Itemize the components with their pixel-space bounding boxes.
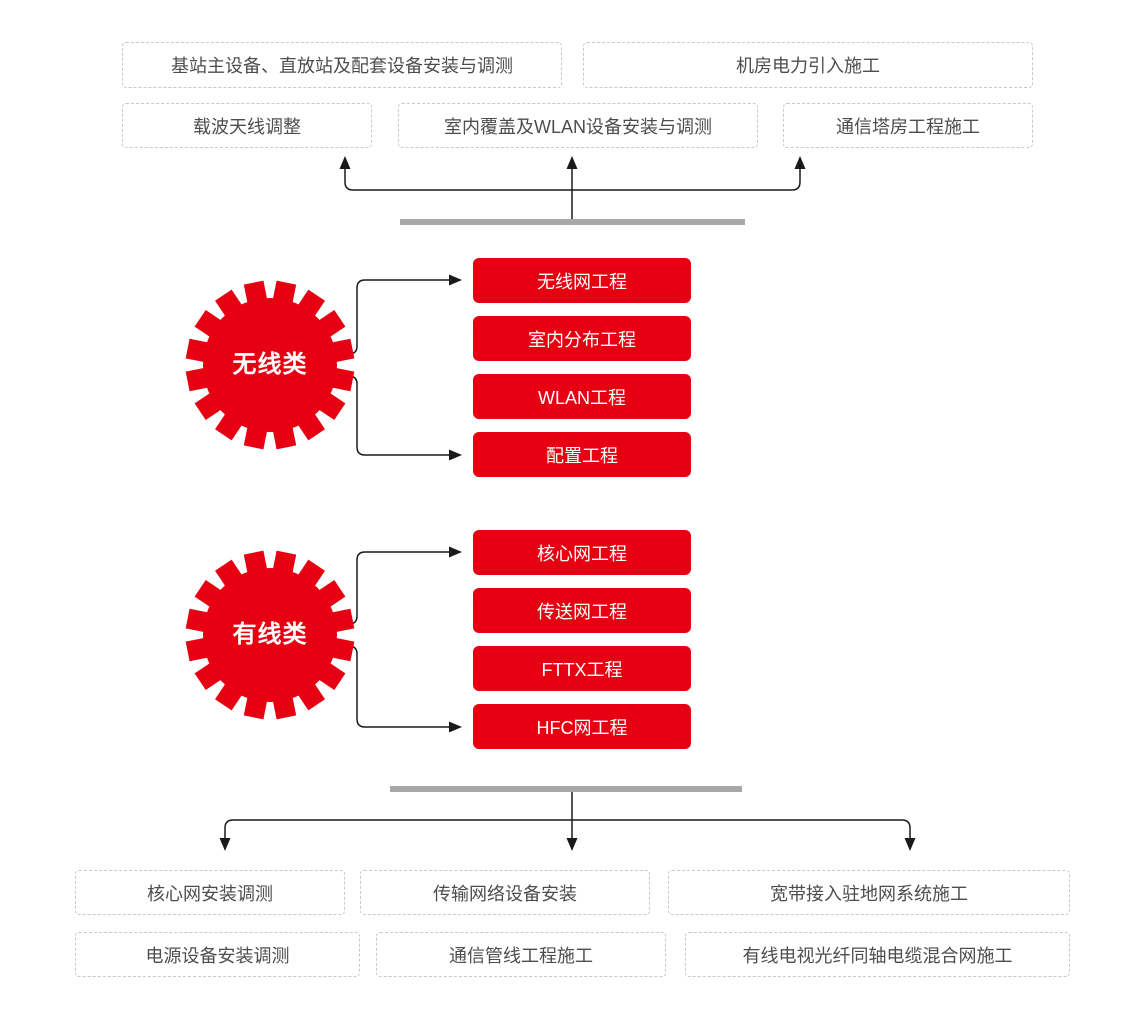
red-category-box: 无线网工程 [473,258,691,303]
wired-gear-icon [185,550,355,720]
box-label: 通信塔房工程施工 [836,116,980,137]
box-label: 无线网工程 [537,271,627,292]
box-label: WLAN工程 [537,387,626,408]
top-separator-bar [400,219,745,225]
box-label: HFC网工程 [536,717,628,738]
dashed-output-box: 宽带接入驻地网系统施工 [668,870,1070,915]
bottom-arrow-left [219,819,572,851]
red-category-box: 传送网工程 [473,588,691,633]
dashed-output-box: 核心网安装调测 [75,870,345,915]
dashed-output-box: 传输网络设备安装 [360,870,650,915]
wireless-connector-top [338,274,462,355]
box-label: FTTX工程 [541,659,623,680]
dashed-output-box: 室内覆盖及WLAN设备安装与调测 [398,103,758,148]
red-category-box: 室内分布工程 [473,316,691,361]
box-label: 通信管线工程施工 [449,945,593,966]
box-label: 有线电视光纤同轴电缆混合网施工 [742,945,1013,966]
box-label: 室内覆盖及WLAN设备安装与调测 [443,116,712,137]
top-arrow-right [572,156,806,191]
dashed-output-box: 电源设备安装调测 [75,932,360,977]
dashed-output-box: 通信塔房工程施工 [783,103,1033,148]
box-label: 基站主设备、直放站及配套设备安装与调测 [171,56,513,76]
top-arrow-left [339,156,572,191]
wired-gear-label: 有线类 [232,621,308,648]
dashed-output-box: 基站主设备、直放站及配套设备安装与调测 [122,42,562,88]
wired-connector-bottom [338,645,462,733]
box-label: 核心网工程 [537,543,627,564]
red-category-box: FTTX工程 [473,646,691,691]
red-category-box: HFC网工程 [473,704,691,749]
wireless-gear-label: 无线类 [232,351,308,378]
box-label: 电源设备安装调测 [145,945,290,966]
box-label: 传输网络设备安装 [433,883,577,904]
dashed-output-box: 机房电力引入施工 [583,42,1033,88]
box-label: 传送网工程 [537,601,627,622]
box-label: 室内分布工程 [528,329,636,350]
red-category-box: WLAN工程 [473,374,691,419]
box-label: 载波天线调整 [193,116,301,137]
box-label: 机房电力引入施工 [736,56,880,76]
wireless-gear-icon [185,280,355,450]
wired-connector-top [338,546,462,625]
bottom-arrow-right [572,819,916,851]
box-label: 宽带接入驻地网系统施工 [770,883,968,904]
red-category-box: 核心网工程 [473,530,691,575]
dashed-output-box: 通信管线工程施工 [376,932,666,977]
box-label: 配置工程 [546,445,618,466]
bottom-separator-bar [390,786,742,792]
dashed-output-box: 有线电视光纤同轴电缆混合网施工 [685,932,1070,977]
dashed-output-box: 载波天线调整 [122,103,372,148]
red-category-box: 配置工程 [473,432,691,477]
box-label: 核心网安装调测 [147,883,273,904]
wireless-connector-bottom [338,375,462,461]
